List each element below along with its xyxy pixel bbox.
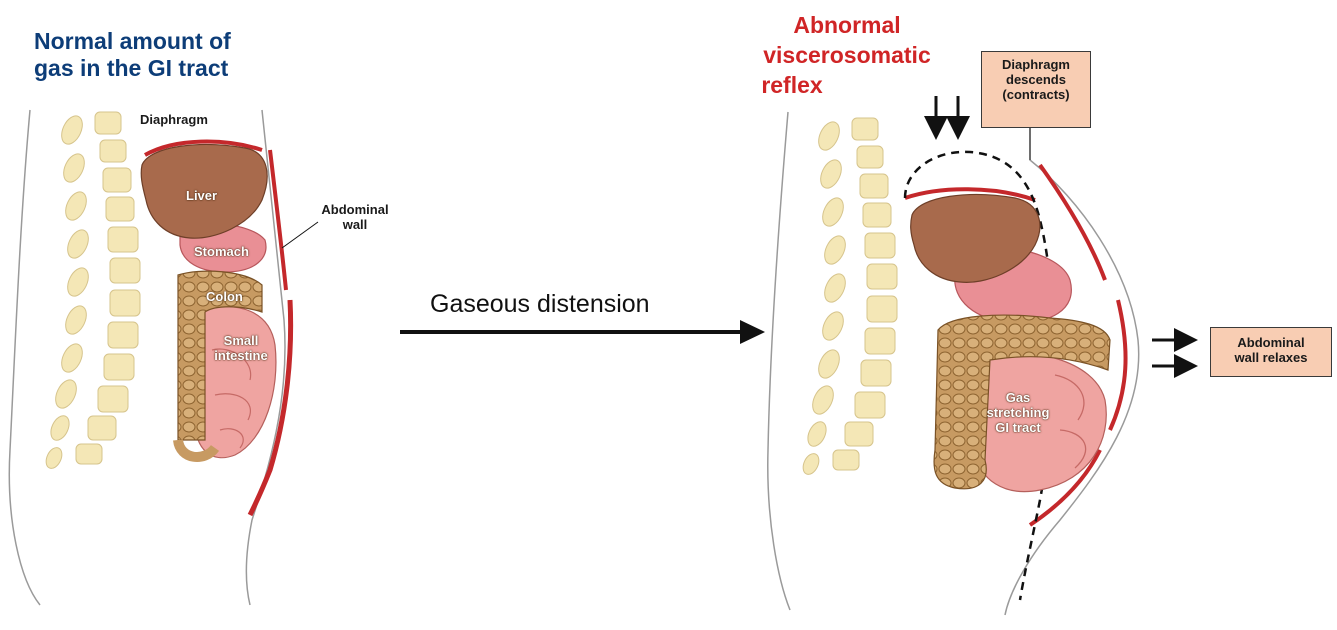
transition-arrow-head [740, 320, 765, 344]
label-abdominal-wall: Abdominal wall [310, 202, 400, 232]
diaphragm-box-line-1: Diaphragm [982, 57, 1090, 72]
right-abdominal-muscle-mid [1110, 300, 1126, 430]
right-back-outline [768, 112, 790, 610]
diaphragm-descends-box: Diaphragm descends (contracts) [981, 51, 1091, 128]
right-spine [800, 118, 897, 477]
label-abdominal-wall-line-1: Abdominal [310, 202, 400, 217]
right-title: Abnormal viscerosomatic reflex [722, 10, 972, 100]
label-gas-line-3: GI tract [968, 420, 1068, 435]
left-title: Normal amount of gas in the GI tract [34, 28, 294, 82]
label-gas-line-1: Gas [968, 390, 1068, 405]
label-stomach: Stomach [194, 244, 249, 259]
label-gas-line-2: stretching [968, 405, 1068, 420]
label-colon: Colon [206, 289, 243, 304]
right-title-line-3: reflex [612, 70, 972, 100]
right-title-line-1: Abnormal [722, 10, 972, 40]
label-small-intestine-line-1: Small [206, 333, 276, 348]
left-organs [141, 142, 318, 515]
label-small-intestine-line-2: intestine [206, 348, 276, 363]
label-liver: Liver [186, 188, 217, 203]
label-abdominal-wall-line-2: wall [310, 217, 400, 232]
diaphragm-box-line-2: descends [982, 72, 1090, 87]
label-gas-stretching: Gas stretching GI tract [968, 390, 1068, 435]
left-small-intestine [195, 307, 276, 458]
diaphragm-box-line-3: (contracts) [982, 87, 1090, 102]
abdominal-box-line-2: wall relaxes [1211, 350, 1331, 365]
abdominal-wall-relaxes-box: Abdominal wall relaxes [1210, 327, 1332, 377]
left-spine [43, 112, 140, 471]
transition-label: Gaseous distension [430, 290, 650, 319]
left-back-outline [9, 110, 40, 605]
left-title-line-1: Normal amount of [34, 28, 294, 55]
label-diaphragm: Diaphragm [140, 112, 208, 127]
left-title-line-2: gas in the GI tract [34, 55, 294, 82]
right-title-line-2: viscerosomatic [722, 40, 972, 70]
right-organs [905, 96, 1192, 600]
label-small-intestine: Small intestine [206, 333, 276, 363]
abdominal-box-line-1: Abdominal [1211, 335, 1331, 350]
